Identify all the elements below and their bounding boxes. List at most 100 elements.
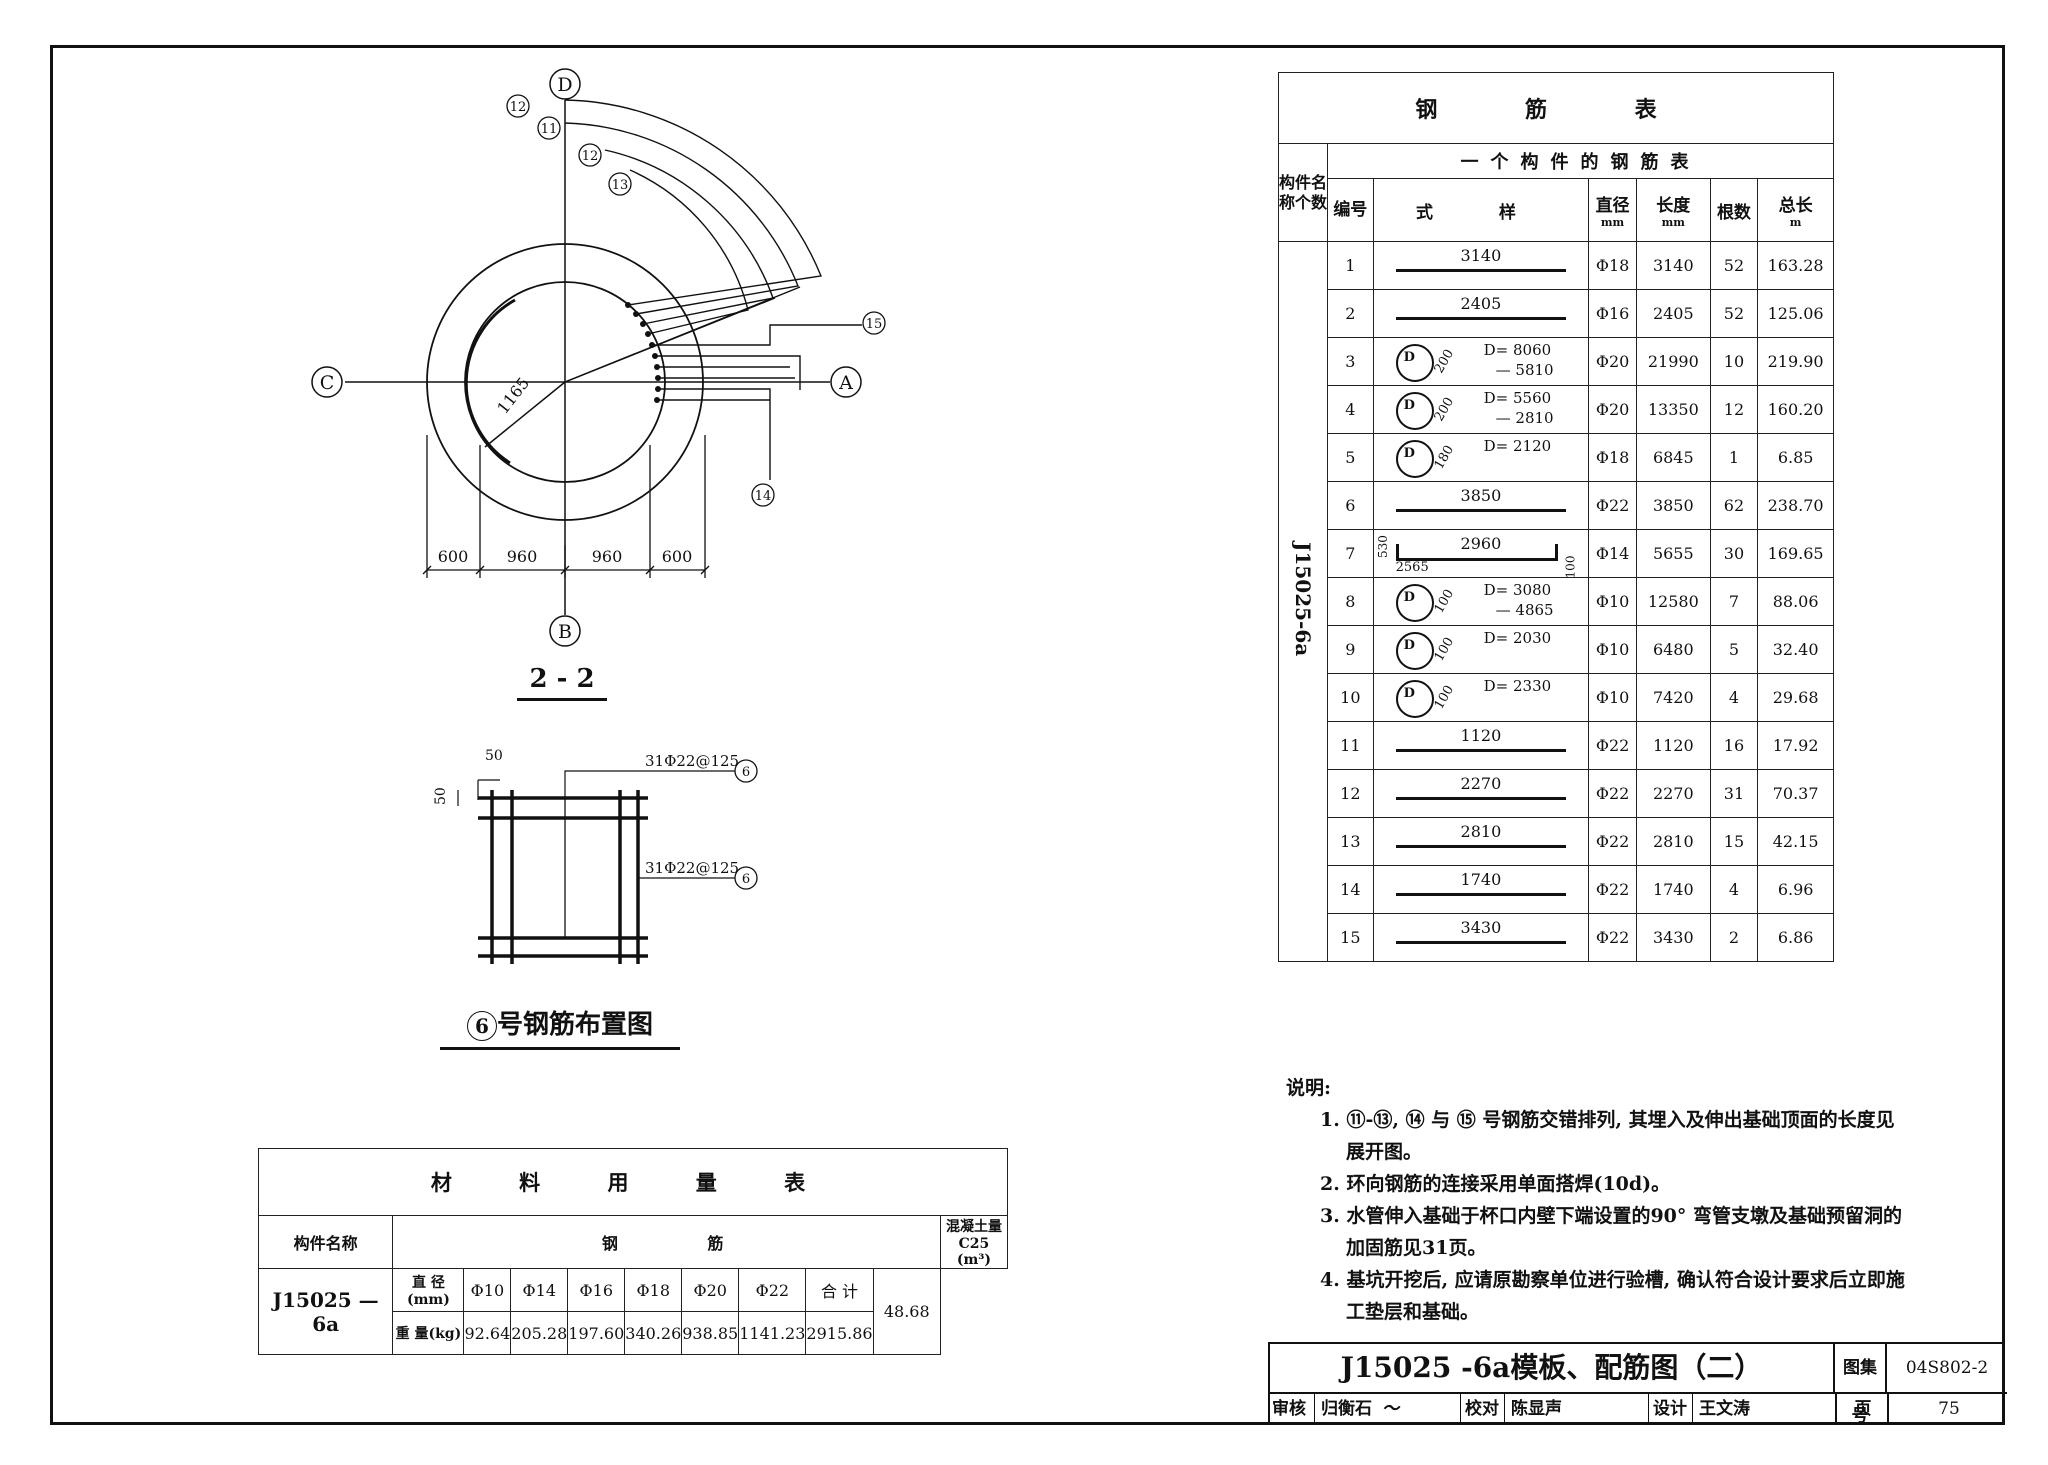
callout-12-second: 12 [578,143,602,167]
rebar-no: 13 [1327,817,1374,866]
rebar-shape: 3140 [1372,241,1590,290]
bent-left-label: 530 [1375,535,1390,558]
rebar-shape: 1740 [1372,865,1590,914]
rebar-dots [625,302,661,403]
ring-bar-icon [1395,680,1434,718]
rebar-count: 4 [1709,673,1759,722]
bar-line-icon [1395,941,1567,944]
rebar-count: 16 [1709,721,1759,770]
ring-lap-label: 200 [1431,346,1457,377]
material-col-concrete-sub: C25 (m³) [956,1236,992,1268]
ring-diameter-2: — 4865 [1495,601,1554,619]
rebar-total: 219.90 [1757,337,1834,386]
svg-text:D: D [557,74,572,96]
ring-bar-icon [1395,344,1434,382]
ring-diameter-1: D= 2120 [1483,437,1552,455]
rebar-diameter: Φ22 [1588,865,1637,914]
ring-bar-icon [1395,392,1434,430]
rebar-diameter: Φ18 [1588,241,1637,290]
atlas-label: 图集号 [1835,1344,1887,1426]
bent-bar-icon [1395,544,1559,561]
rebar-no: 8 [1327,577,1374,626]
designer-name: 王文涛 [1692,1394,1750,1425]
dim-600-left: 600 [438,547,469,566]
svg-text:C: C [320,372,335,394]
axis-bubble-bottom: B [549,615,581,647]
ring-diameter-2: — 2810 [1495,409,1554,427]
rebar-diameter: Φ22 [1588,913,1637,962]
axis-bubble-left: C [311,366,343,398]
rebar-total: 6.85 [1757,433,1834,482]
bar-length-label: 2810 [1460,822,1502,841]
inner-bar-arc [464,298,516,465]
ring-diameter-labels: D= 3080 — 4865 [1484,580,1554,620]
ring-d-label: D [1403,446,1415,461]
rebar-total: 88.06 [1757,577,1834,626]
title-block: J15025 -6a模板、配筋图（二） 图集号 04S802-2 审核 归衡石 … [1268,1342,2007,1426]
material-weight: 197.60 [567,1311,626,1355]
rebar-length: 5655 [1635,529,1711,578]
rebar-count: 10 [1709,337,1759,386]
ring-diameter-1: D= 3080 [1483,581,1552,599]
rebar-header-dia-unit: mm [1600,216,1625,229]
rebar-header-len-unit: mm [1661,216,1685,229]
rebar-member-name: J15025-6a [1278,241,1328,962]
rebar-shape: 3430 [1372,913,1590,962]
svg-text:11: 11 [541,122,558,137]
rebar-length: 1740 [1635,865,1711,914]
rebar-length: 6480 [1635,625,1711,674]
rebar-table-title: 钢 筋 表 [1278,72,1834,144]
ring-d-label: D [1403,686,1415,701]
design-label: 设计 [1648,1394,1687,1425]
svg-text:13: 13 [612,178,629,193]
rebar-total: 238.70 [1757,481,1834,530]
rebar6-id-upper: 6 [742,765,750,780]
bar-length-label: 3850 [1460,486,1502,505]
bar-length-label: 2270 [1460,774,1502,793]
rebar-header-no: 编号 [1327,178,1374,242]
ring-diameter-labels: D= 8060— 5810 [1484,340,1554,380]
rebar-total: 169.65 [1757,529,1834,578]
rebar-no: 9 [1327,625,1374,674]
rebar-table-subtitle: 一个构件的钢筋表 [1327,143,1834,179]
rebar-total: 6.96 [1757,865,1834,914]
rebar-no: 4 [1327,385,1374,434]
material-col-member: 构件名称 [257,1215,394,1269]
rebar-length: 2270 [1635,769,1711,818]
rebar-shape: 2270 [1372,769,1590,818]
ring-diameter-1: D= 2330 [1483,677,1552,695]
note-4: 4. 基坑开挖后, 应请原勘察单位进行验槽, 确认符合设计要求后立即施工垫层和基… [1320,1269,1905,1323]
title-block-signatures: 审核 归衡石 〜 校对 陈显声 设计 王文涛 页 75 [1270,1394,2007,1425]
rebar-count: 52 [1709,241,1759,290]
dim-960-left: 960 [507,547,538,566]
ring-lap-label: 100 [1431,586,1457,617]
material-col-concrete-label: 混凝土量 [945,1219,1002,1235]
material-diameter: Φ10 [463,1268,512,1312]
material-weight: 92.64 [463,1311,512,1355]
rebar-count: 62 [1709,481,1759,530]
bar-length-label: 3430 [1460,918,1502,937]
rebar-count: 4 [1709,865,1759,914]
drawing-frame [50,45,2005,1425]
rebar-count: 1 [1709,433,1759,482]
rebar-total: 32.40 [1757,625,1834,674]
material-row-dia-label: 直 径(mm) [392,1268,465,1312]
rebar-diameter: Φ22 [1588,721,1637,770]
material-member-name: J15025 — 6a [257,1268,394,1355]
ring-diameter-labels: D= 2030 [1484,628,1552,648]
svg-text:A: A [838,372,853,394]
material-table: 材 料 用 量 表 构件名称 钢 筋 混凝土量 C25 (m³) J15025 … [257,1148,1009,1355]
rebar6-dim-top: 50 [485,748,503,764]
rebar-header-len-label: 长度 [1656,196,1691,216]
reviewer-signature: 〜 [1382,1399,1399,1419]
